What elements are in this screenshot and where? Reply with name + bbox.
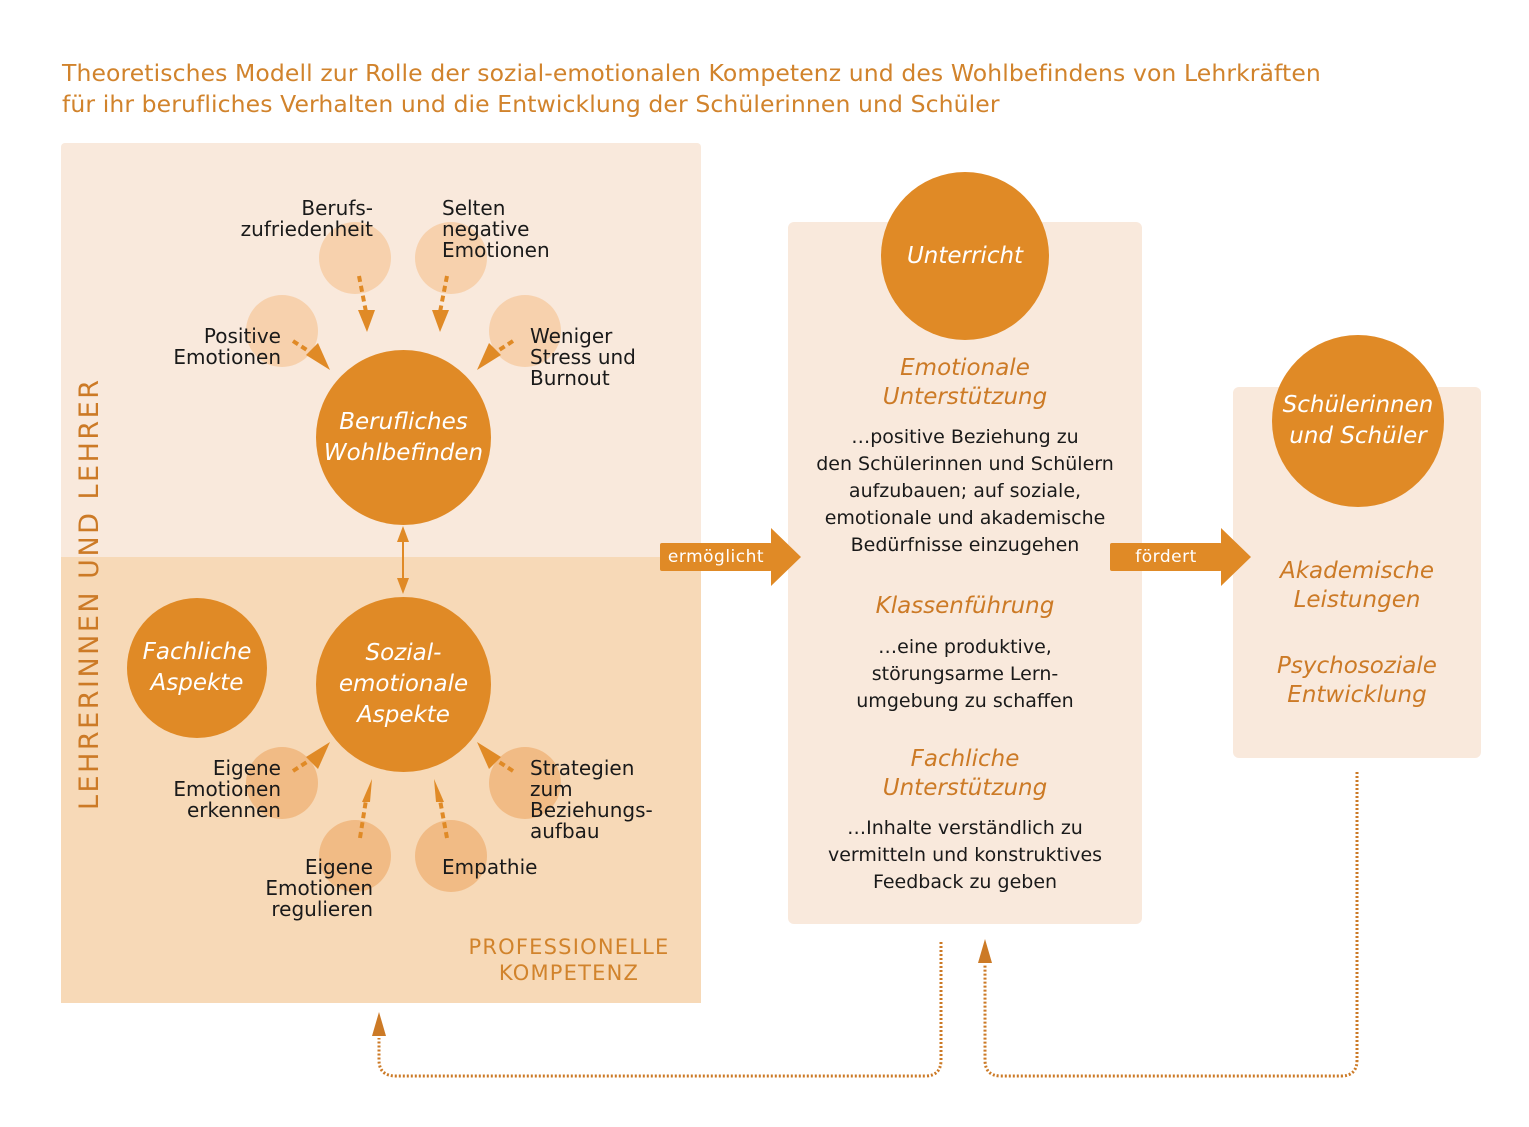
- section-body-line: emotionale und akademische: [824, 507, 1106, 529]
- circle-subject-aspects: Fachliche Aspekte: [127, 598, 267, 738]
- section-head-line: Emotionale: [900, 355, 1030, 381]
- factor-line: aufbau: [530, 819, 600, 843]
- factor-line: regulieren: [271, 897, 373, 921]
- section-body-line: umgebung zu schaffen: [856, 690, 1074, 712]
- outcome-line: Psychosoziale: [1277, 653, 1437, 679]
- factor-line: Berufs-: [301, 196, 373, 220]
- factor-line: Weniger: [530, 324, 613, 348]
- factor-line: Emotionen: [442, 238, 550, 262]
- factor-less-stress: Weniger Stress und Burnout: [530, 326, 636, 389]
- section-classroom-management-text: …eine produktive, störungsarme Lern- umg…: [788, 634, 1142, 715]
- professional-competence-label: PROFESSIONELLE KOMPETENZ: [440, 934, 698, 986]
- section-subject-support-text: …Inhalte verständlich zu vermitteln und …: [788, 815, 1142, 896]
- factor-line: Emotionen: [173, 345, 281, 369]
- circle-line: und Schüler: [1289, 423, 1427, 449]
- outcome-line: Entwicklung: [1287, 682, 1427, 708]
- factor-line: erkennen: [186, 798, 281, 822]
- section-subject-support-title: Fachliche Unterstützung: [788, 745, 1142, 803]
- factor-line: Emotionen: [173, 777, 281, 801]
- bubble-regulate-emotions: [319, 820, 391, 892]
- title-line-2: für ihr berufliches Verhalten und die En…: [62, 90, 1000, 118]
- teachers-side-label: LEHRERINNEN UND LEHRER: [74, 377, 105, 811]
- bubble-rare-negative-emotions: [415, 222, 487, 294]
- circle-line: Aspekte: [357, 702, 450, 728]
- section-body-line: …eine produktive,: [878, 636, 1052, 658]
- circle-line: Berufliches: [339, 408, 468, 435]
- factor-line: zufriedenheit: [240, 217, 373, 241]
- factor-line: Positive: [203, 324, 281, 348]
- arrow-promotes-label: fördert: [1110, 543, 1222, 571]
- bubble-empathy: [415, 820, 487, 892]
- section-body-line: den Schülerinnen und Schülern: [816, 453, 1114, 475]
- circle-professional-wellbeing: Berufliches Wohlbefinden: [316, 350, 491, 525]
- circle-teaching: Unterricht: [881, 172, 1049, 340]
- factor-line: negative: [442, 217, 530, 241]
- section-body-line: …Inhalte verständlich zu: [847, 817, 1083, 839]
- arrow-enables-label: ermöglicht: [660, 543, 772, 571]
- factor-relationship-strategies: Strategien zum Beziehungs- aufbau: [530, 758, 653, 842]
- feedback-arrowhead-icon: [978, 939, 992, 963]
- factor-regulate-emotions: Eigene Emotionen regulieren: [200, 857, 373, 920]
- section-head-line: Fachliche: [910, 746, 1020, 772]
- section-head-line: Unterstützung: [882, 775, 1048, 801]
- section-body-line: störungsarme Lern-: [871, 663, 1059, 685]
- bubble-job-satisfaction: [319, 222, 391, 294]
- diagram-title: Theoretisches Modell zur Rolle der sozia…: [62, 58, 1321, 120]
- factor-line: Eigene: [304, 855, 373, 879]
- arrow-promotes: fördert: [1110, 528, 1251, 586]
- factor-line: zum: [530, 777, 573, 801]
- teaching-title: Unterricht: [906, 243, 1024, 269]
- factor-line: Selten: [442, 196, 506, 220]
- section-body-line: …positive Beziehung zu: [851, 426, 1079, 448]
- section-emotional-support-title: Emotionale Unterstützung: [788, 354, 1142, 412]
- factor-line: Stress und: [530, 345, 636, 369]
- factor-recognize-emotions: Eigene Emotionen erkennen: [120, 758, 281, 821]
- arrow-enables: ermöglicht: [660, 528, 801, 586]
- section-body-line: vermitteln und konstruktives: [827, 844, 1103, 866]
- circle-line: Sozial-: [365, 640, 442, 666]
- factor-line: Eigene: [212, 756, 281, 780]
- outcome-line: Leistungen: [1293, 587, 1421, 613]
- section-classroom-management-title: Klassenführung: [788, 592, 1142, 621]
- circle-students: Schülerinnen und Schüler: [1272, 335, 1444, 507]
- section-body-line: aufzubauen; auf soziale,: [848, 480, 1082, 502]
- factor-rare-negative-emotions: Selten negative Emotionen: [442, 198, 550, 261]
- outcome-line: Akademische: [1279, 558, 1435, 584]
- factor-line: Empathie: [442, 855, 538, 879]
- circle-line: Wohlbefinden: [323, 439, 484, 466]
- circle-line: Fachliche: [142, 639, 252, 665]
- factor-empathy: Empathie: [442, 857, 537, 878]
- section-head-line: Unterstützung: [882, 384, 1048, 410]
- professional-label-line-1: PROFESSIONELLE: [468, 935, 670, 959]
- circle-line: Aspekte: [150, 670, 244, 696]
- factor-line: Emotionen: [265, 876, 373, 900]
- professional-label-line-2: KOMPETENZ: [498, 961, 640, 985]
- arrow-head-icon: [771, 528, 801, 586]
- factor-positive-emotions: Positive Emotionen: [120, 326, 281, 368]
- feedback-arrowhead-icon: [372, 1012, 386, 1036]
- circle-line: Schülerinnen: [1282, 392, 1434, 418]
- section-body-line: Feedback zu geben: [872, 871, 1058, 893]
- outcome-psychosocial-development: Psychosoziale Entwicklung: [1233, 652, 1481, 710]
- section-head-line: Klassenführung: [875, 593, 1055, 619]
- factor-line: Strategien: [530, 756, 635, 780]
- arrow-head-icon: [1221, 528, 1251, 586]
- factor-job-satisfaction: Berufs- zufriedenheit: [190, 198, 373, 240]
- factor-line: Burnout: [530, 366, 610, 390]
- factor-line: Beziehungs-: [530, 798, 653, 822]
- circle-line: emotionale: [338, 671, 469, 697]
- section-body-line: Bedürfnisse einzugehen: [850, 534, 1080, 556]
- outcome-academic-performance: Akademische Leistungen: [1233, 557, 1481, 615]
- circle-social-emotional-aspects: Sozial- emotionale Aspekte: [316, 597, 491, 772]
- section-emotional-support-text: …positive Beziehung zu den Schülerinnen …: [788, 424, 1142, 559]
- title-line-1: Theoretisches Modell zur Rolle der sozia…: [62, 59, 1321, 87]
